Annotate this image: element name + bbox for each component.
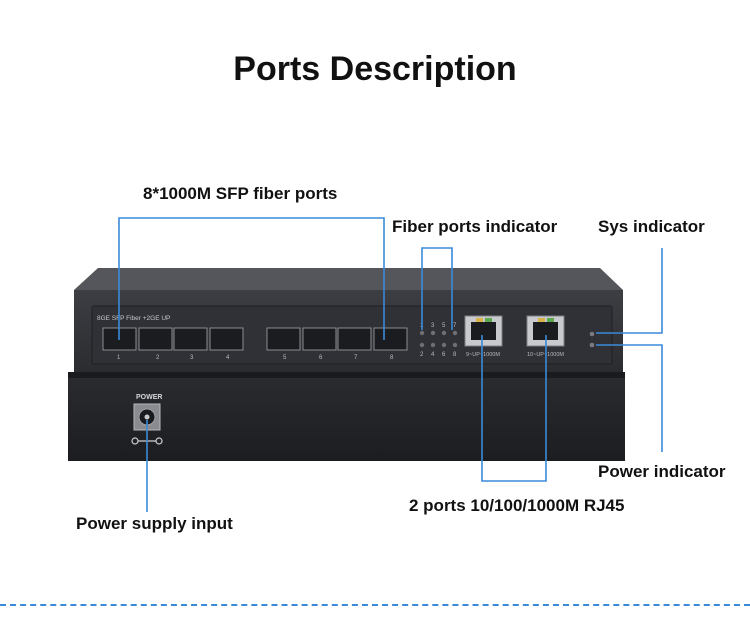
- fiber-indicator-label: Fiber ports indicator: [392, 217, 558, 236]
- sfp-number-5: 5: [283, 355, 287, 361]
- sfp-number-3: 3: [190, 355, 194, 361]
- sfp-port-5: [266, 327, 301, 351]
- led-number-4: 4: [431, 352, 435, 358]
- fiber-indicator-callout-line: [421, 247, 453, 330]
- sfp-ports-label: 8*1000M SFP fiber ports: [143, 184, 338, 203]
- sfp-port-6: [302, 327, 337, 351]
- sfp-callout-line: [118, 217, 385, 340]
- sfp-port-group-2: [266, 327, 408, 351]
- callout-lines: [118, 217, 663, 512]
- fiber-indicator-leds: [419, 330, 458, 348]
- led-number-7: 7: [453, 323, 457, 329]
- led-number-5: 5: [442, 323, 446, 329]
- sfp-port-group-1: [102, 327, 244, 351]
- sfp-port-3: [173, 327, 208, 351]
- section-divider: [0, 604, 750, 606]
- sys-led: [589, 331, 595, 337]
- sfp-number-1: 1: [117, 355, 121, 361]
- led-number-6: 6: [442, 352, 446, 358]
- rj45-ports-label: 2 ports 10/100/1000M RJ45: [409, 496, 625, 515]
- sfp-port-4: [209, 327, 244, 351]
- sfp-number-7: 7: [354, 355, 358, 361]
- power-input-label: Power supply input: [76, 514, 233, 533]
- power-jack-label: POWER: [136, 394, 162, 401]
- rj45-label-1: 9~UP~1000M: [466, 352, 500, 358]
- sfp-number-4: 4: [226, 355, 230, 361]
- sfp-port-7: [337, 327, 372, 351]
- power-indicator-callout-line: [596, 344, 663, 452]
- power-led: [589, 342, 595, 348]
- led-number-2: 2: [420, 352, 424, 358]
- sfp-port-8: [373, 327, 408, 351]
- sfp-number-2: 2: [156, 355, 160, 361]
- sys-indicator-callout-line: [596, 248, 663, 334]
- sfp-number-8: 8: [390, 355, 394, 361]
- power-indicator-label: Power indicator: [598, 462, 726, 481]
- rj45-port-1: [464, 315, 503, 347]
- panel-text: 8GE SFP Fiber +2GE UP: [97, 315, 170, 322]
- rj45-callout-line: [481, 335, 547, 482]
- page-title: Ports Description: [233, 50, 517, 88]
- led-number-8: 8: [453, 352, 457, 358]
- sys-indicator-label: Sys indicator: [598, 217, 705, 236]
- sfp-port-2: [138, 327, 173, 351]
- sfp-number-6: 6: [319, 355, 323, 361]
- switch-base-chassis: [68, 372, 625, 461]
- led-number-3: 3: [431, 323, 435, 329]
